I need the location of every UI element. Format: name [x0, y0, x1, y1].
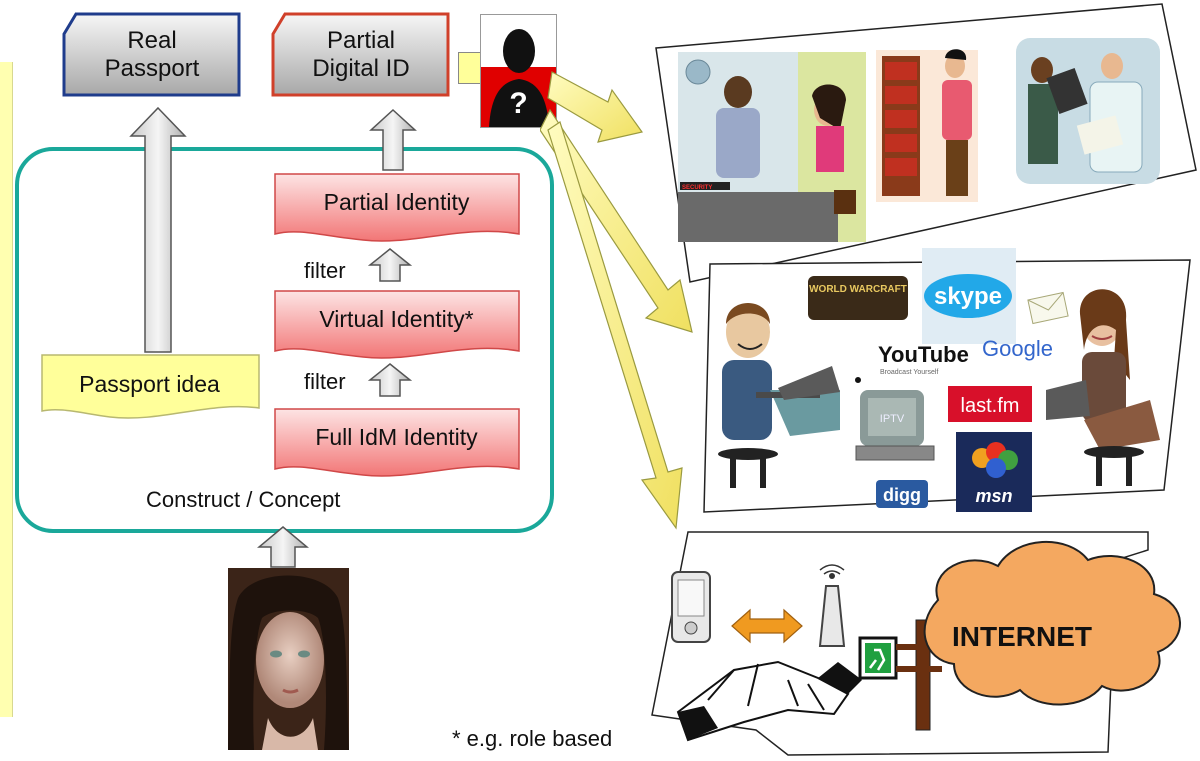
man-with-laptop: [718, 303, 840, 488]
skype-logo: skype: [922, 248, 1016, 344]
security-desk-scene: SECURITY: [678, 52, 866, 242]
filter-label-bottom: filter: [304, 369, 346, 394]
digg-logo-text: digg: [883, 485, 921, 505]
internet-cloud-shape: [923, 540, 1181, 706]
partial-identity-label: Partial Identity: [323, 188, 470, 215]
skype-logo-text: skype: [934, 283, 1002, 310]
real-passport-label: Real Passport: [104, 26, 200, 82]
left-margin-strip: [0, 62, 13, 717]
partial-identity-box: [274, 173, 520, 242]
construct-concept-label: Construct / Concept: [146, 487, 341, 512]
real-passport-doc-shape: [62, 12, 241, 97]
full-identity-box: [274, 408, 520, 477]
digital-id-up-arrow: [369, 108, 417, 171]
footnote: * e.g. role based: [452, 726, 613, 751]
msn-logo: msn: [956, 432, 1032, 512]
handshake-icon: [676, 660, 862, 742]
handheld-device-icon: [671, 571, 711, 643]
person-up-arrow: [257, 526, 309, 568]
filter-arrow-top: [368, 248, 412, 282]
iptv-tv-icon: IPTV: [855, 377, 935, 461]
internet-label: INTERNET: [952, 621, 1092, 652]
network-panel: [651, 531, 1181, 756]
offline-scenes-panel: SECURITY: [655, 3, 1197, 283]
filter-arrow-bottom: [368, 363, 412, 397]
id-connector: [458, 52, 482, 84]
iptv-text: IPTV: [880, 413, 905, 425]
unknown-person-card: ?: [480, 14, 557, 128]
google-logo: Google: [982, 336, 1053, 361]
partial-digital-id-label: Partial Digital ID: [312, 26, 410, 82]
google-logo-text: Google: [982, 336, 1053, 361]
world-of-warcraft-logo: WORLD WARCRAFT: [808, 276, 908, 320]
double-arrow-icon: [731, 608, 803, 644]
security-sign-text: SECURITY: [682, 185, 712, 191]
passport-idea-label: Passport idea: [79, 371, 220, 397]
msn-logo-text: msn: [975, 486, 1012, 506]
lastfm-logo-text: last.fm: [961, 395, 1020, 417]
virtual-identity-label: Virtual Identity*: [319, 305, 474, 332]
youtube-logo-text: YouTube: [878, 342, 969, 367]
partial-digital-id-doc-shape: [271, 12, 450, 97]
youtube-logo: YouTube Broadcast Yourself: [878, 342, 969, 376]
wireless-antenna-icon: [818, 564, 846, 647]
flow-arrows: [540, 71, 693, 530]
woman-with-laptop: [1046, 289, 1160, 486]
virtual-identity-box: [274, 290, 520, 359]
exit-door-icon: [858, 619, 942, 731]
email-envelope-icon: [1027, 291, 1069, 325]
filter-label-top: filter: [304, 258, 346, 283]
lastfm-logo: last.fm: [948, 386, 1032, 422]
full-identity-label: Full IdM Identity: [315, 423, 478, 450]
wow-logo-text: WORLD WARCRAFT: [809, 284, 907, 295]
passport-idea-note: [41, 354, 260, 419]
library-scene: [876, 49, 978, 202]
digg-logo: digg: [876, 480, 928, 508]
passport-up-arrow: [129, 106, 187, 353]
unknown-person-mark: ?: [509, 87, 528, 120]
youtube-tagline: Broadcast Yourself: [880, 369, 938, 376]
woman-portrait-image: [228, 568, 349, 750]
online-services-panel: WORLD WARCRAFT skype YouTube Broadcast Y…: [703, 248, 1191, 513]
doctor-scene: [1016, 38, 1160, 184]
person-silhouette-icon: [489, 29, 549, 127]
